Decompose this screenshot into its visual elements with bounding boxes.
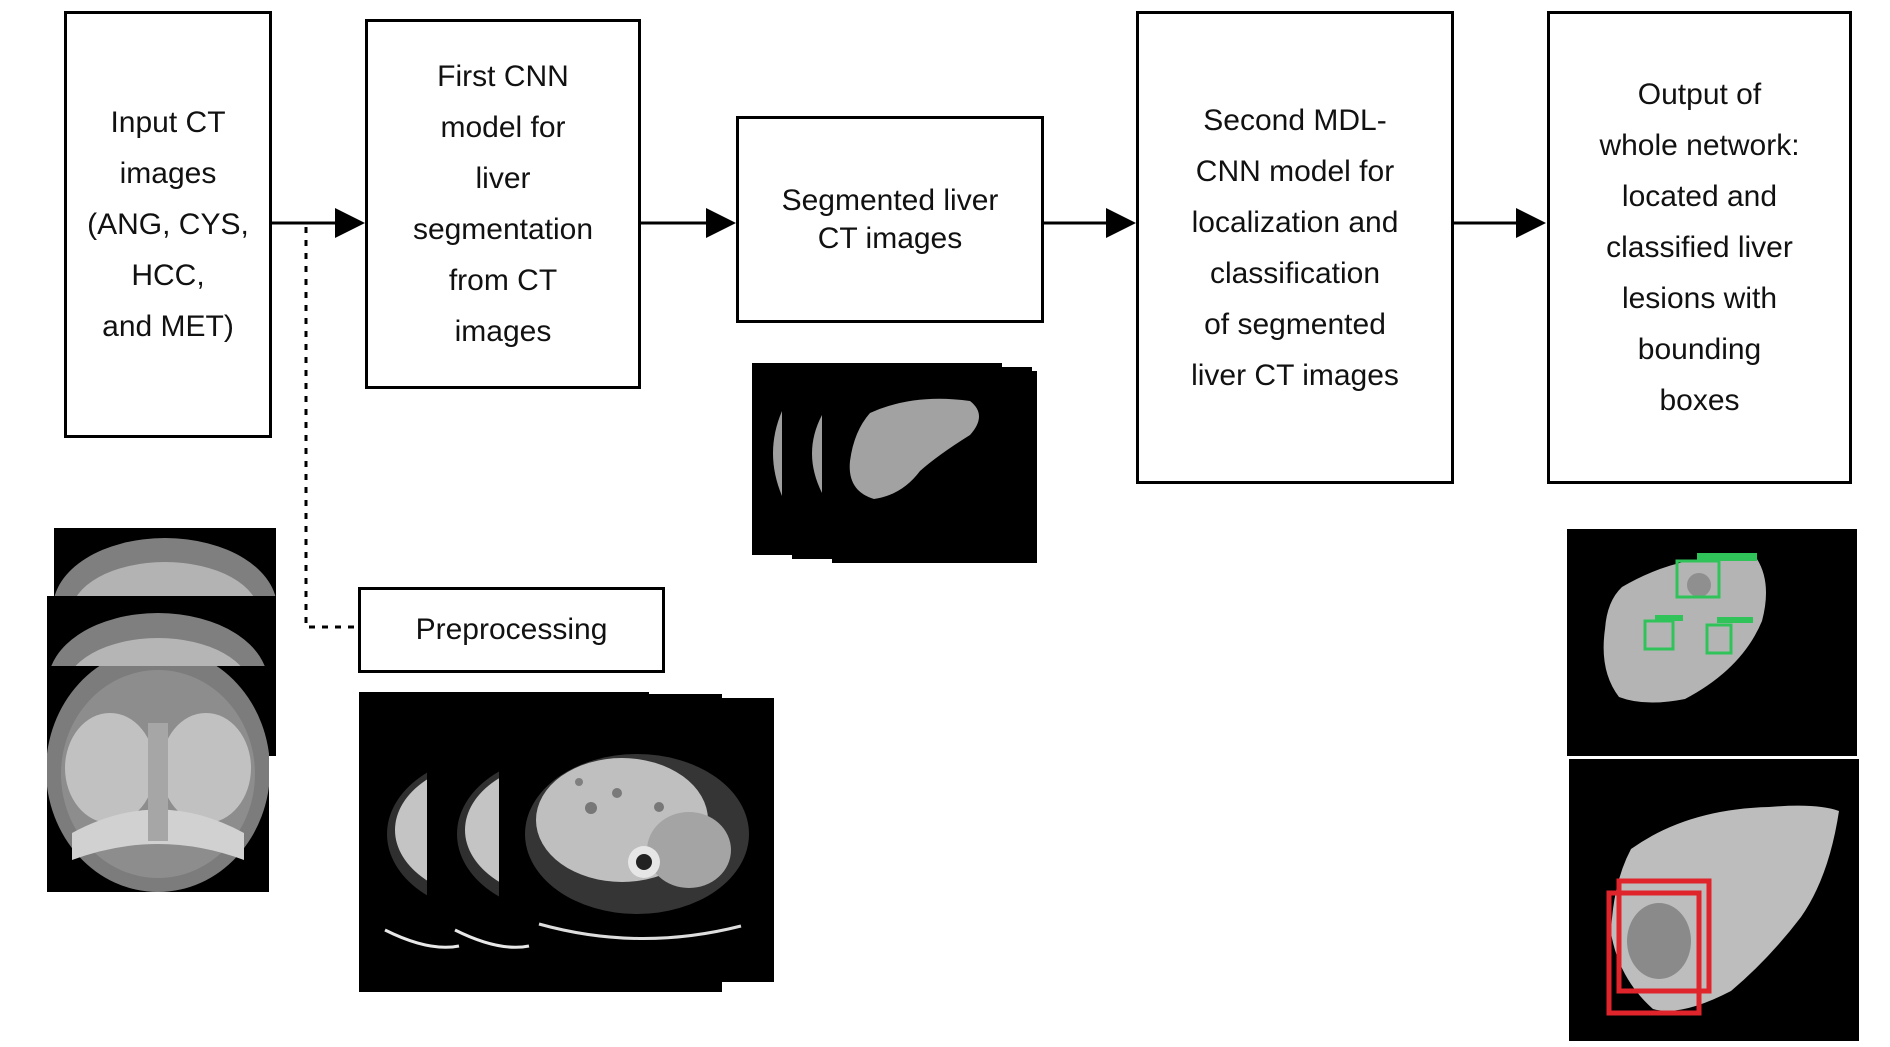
box-text-line: of segmented <box>1204 307 1386 341</box>
ct-scan-stack-icon <box>47 528 276 892</box>
box-text-line: from CT <box>448 264 558 297</box>
box-text-line: liver CT images <box>1191 358 1399 392</box>
liver-mask-stack-icon <box>752 363 1037 563</box>
box-text-line: bounding <box>1637 333 1762 366</box>
ct-scan-stack-icon <box>359 692 774 992</box>
box-text-line: Segmented liver <box>781 183 999 217</box>
box-text-line: HCC, <box>131 259 205 292</box>
box-text-line: segmentation <box>412 213 594 246</box>
output-network-box: Output of whole network: located and cla… <box>1547 11 1852 484</box>
box-text-line: and MET) <box>102 310 234 343</box>
segmented-liver-box: Segmented liver CT images <box>736 116 1044 323</box>
liver-lesion-detection-icon <box>1567 529 1857 756</box>
box-text-line: model for <box>440 111 566 144</box>
box-text-line: Input CT <box>110 106 226 139</box>
box-text-line: First CNN <box>437 60 569 93</box>
input-ct-images-box: Input CT images (ANG, CYS, HCC, and MET) <box>64 11 272 438</box>
box-text-line: classification <box>1209 256 1381 290</box>
box-text-line: images <box>454 315 552 348</box>
box-text-line: boxes <box>1659 384 1740 417</box>
box-text-line: Output of <box>1637 78 1762 111</box>
dashed-connector-to-preprocessing <box>304 227 356 629</box>
preprocessing-box: Preprocessing <box>358 587 665 673</box>
box-text-line: lesions with <box>1621 282 1778 315</box>
box-text-line: located and <box>1621 180 1778 213</box>
box-text-line: (ANG, CYS, <box>87 208 249 241</box>
first-cnn-model-box: First CNN model for liver segmentation f… <box>365 19 641 389</box>
box-text-line: liver <box>475 162 531 195</box>
box-text-line: localization and <box>1191 205 1399 239</box>
box-text-line: CT images <box>817 221 963 255</box>
box-text-line: Preprocessing <box>415 613 608 646</box>
box-text-line: whole network: <box>1599 129 1800 162</box>
box-text-line: Second MDL- <box>1203 103 1387 137</box>
box-text-line: CNN model for <box>1195 154 1395 188</box>
box-text-line: classified liver <box>1606 231 1793 264</box>
second-mdl-cnn-box: Second MDL- CNN model for localization a… <box>1136 11 1454 484</box>
liver-lesion-detection-icon <box>1569 759 1859 1041</box>
box-text-line: images <box>119 157 217 190</box>
